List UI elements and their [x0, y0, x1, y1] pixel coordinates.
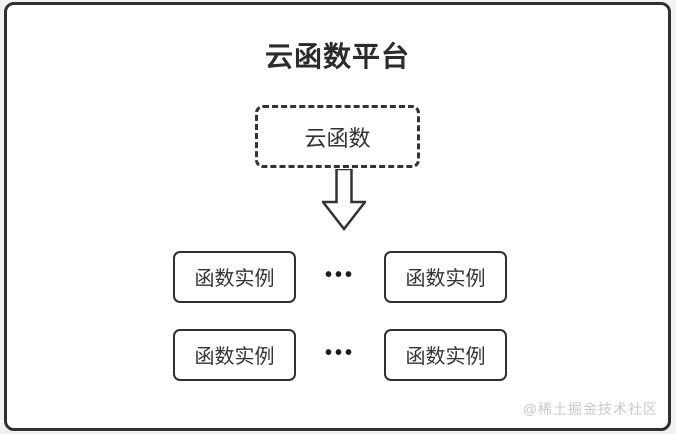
function-instance-node: 函数实例	[173, 328, 296, 381]
ellipsis-icon: •••	[324, 341, 355, 364]
diagram-title: 云函数平台	[264, 41, 410, 72]
instance-row: 函数实例 ••• 函数实例	[173, 250, 507, 303]
function-instance-label: 函数实例	[405, 346, 486, 368]
cloud-function-node: 云函数	[255, 105, 420, 168]
function-instance-label: 函数实例	[194, 268, 275, 290]
function-instance-node: 函数实例	[383, 328, 507, 381]
down-arrow-icon	[322, 169, 366, 231]
function-instance-label: 函数实例	[194, 346, 275, 368]
ellipsis-icon: •••	[324, 263, 355, 286]
cloud-function-label: 云函数	[304, 125, 371, 151]
diagram-canvas: 云函数平台 云函数 函数实例 ••• 函数实例 函数实例 ••• 函数实例 @稀…	[4, 2, 671, 431]
function-instance-node: 函数实例	[173, 250, 296, 303]
instance-row: 函数实例 ••• 函数实例	[173, 328, 507, 381]
function-instance-node: 函数实例	[383, 250, 507, 303]
function-instance-label: 函数实例	[405, 268, 486, 290]
watermark: @稀土掘金技术社区	[522, 401, 658, 417]
